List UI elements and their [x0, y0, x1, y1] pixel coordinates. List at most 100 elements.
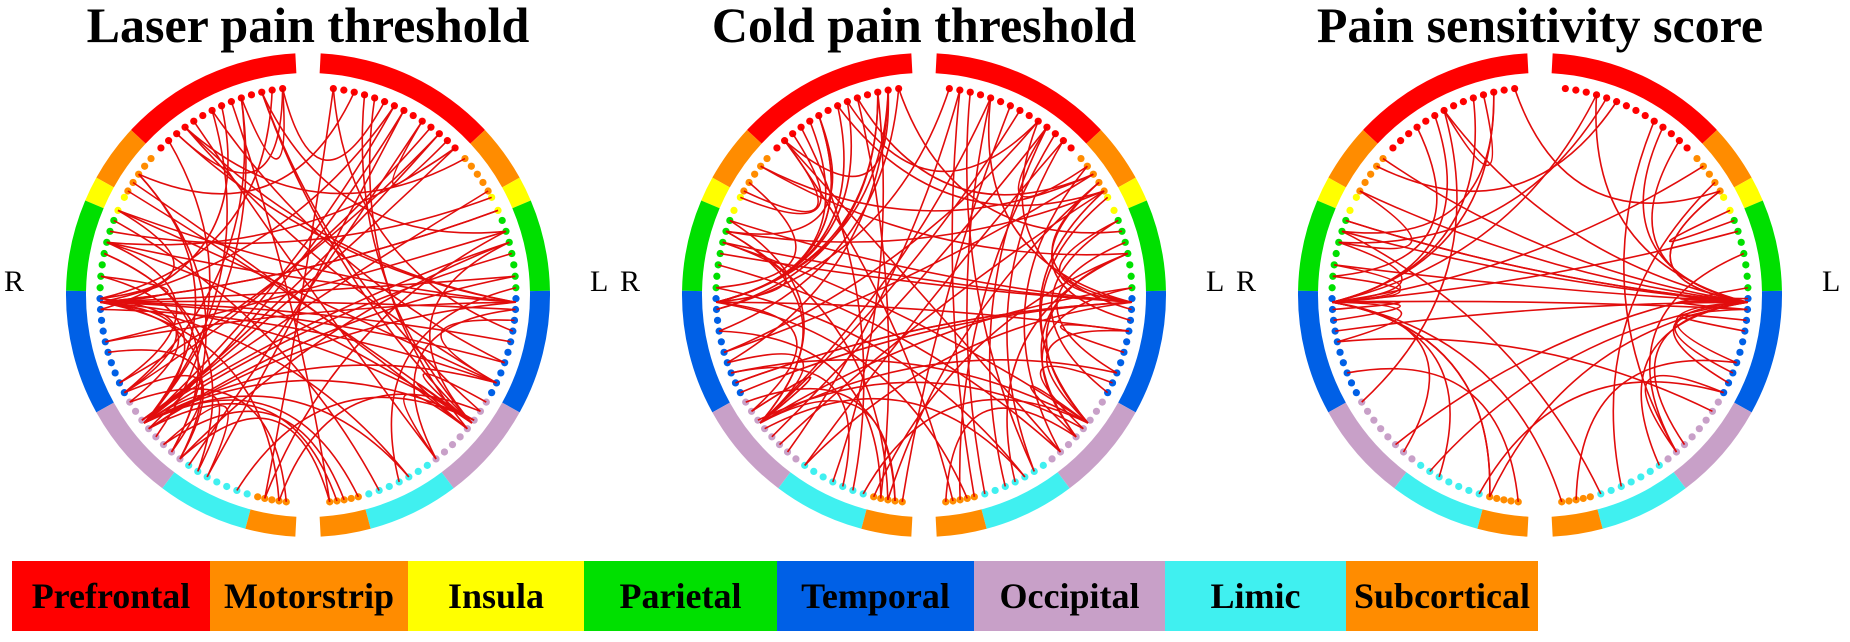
- region-arc: [682, 290, 730, 413]
- node: [479, 178, 487, 187]
- node: [719, 238, 727, 246]
- node: [1110, 206, 1118, 214]
- node: [1127, 272, 1135, 280]
- connection-edge: [107, 349, 205, 460]
- connectogram: [1298, 53, 1782, 537]
- connection-edge: [281, 88, 386, 162]
- region-arc: [512, 200, 550, 292]
- connection-edge: [717, 264, 1061, 453]
- connection-edge: [143, 147, 456, 424]
- connection-edge: [143, 364, 497, 424]
- node: [819, 473, 827, 481]
- node: [1720, 193, 1728, 201]
- node: [1739, 338, 1747, 346]
- node: [981, 490, 989, 498]
- node: [107, 359, 115, 367]
- connection-edge: [722, 241, 1089, 424]
- region-arc: [131, 53, 297, 144]
- node: [1128, 284, 1136, 292]
- node: [147, 154, 155, 163]
- node: [111, 369, 119, 377]
- connection-edge: [1334, 264, 1748, 304]
- region-arc: [1734, 177, 1763, 209]
- connection-edge: [1338, 190, 1413, 250]
- connection-edge: [1029, 385, 1089, 438]
- node: [1500, 496, 1508, 504]
- connection-edge: [722, 241, 1132, 304]
- connection-edge: [1612, 181, 1716, 487]
- legend-item-motorstrip: Motorstrip: [210, 561, 408, 631]
- connection-edge: [1648, 252, 1745, 453]
- connection-edge: [1332, 126, 1438, 278]
- region-arc: [502, 290, 550, 413]
- node: [1455, 482, 1463, 491]
- region-arc: [1597, 472, 1686, 529]
- node: [247, 91, 256, 99]
- connection-edge: [723, 173, 1094, 354]
- node: [1377, 425, 1385, 433]
- node: [1632, 106, 1640, 115]
- connection-edge: [729, 219, 1132, 304]
- node: [736, 193, 744, 201]
- connection-edge: [800, 126, 865, 491]
- node: [1399, 448, 1408, 456]
- node: [1064, 441, 1073, 449]
- connection-edge: [856, 97, 1094, 196]
- connection-edge: [1331, 301, 1491, 497]
- node: [461, 154, 469, 163]
- connection-edge: [428, 241, 510, 424]
- connection-edge: [1345, 219, 1748, 304]
- node: [884, 86, 892, 94]
- node: [863, 91, 872, 99]
- node: [712, 295, 720, 303]
- connection-edge: [127, 190, 473, 424]
- connection-edge: [1623, 120, 1678, 453]
- node: [488, 389, 496, 397]
- connection-edge: [716, 241, 787, 304]
- region-arc: [1298, 200, 1336, 292]
- node: [1445, 478, 1453, 486]
- region-arc: [1118, 290, 1166, 413]
- connection-edge: [100, 301, 505, 364]
- legend-item-subcortical: Subcortical: [1346, 561, 1538, 631]
- connection-edge: [236, 396, 475, 491]
- node: [1329, 272, 1337, 280]
- connection-edge: [100, 301, 511, 343]
- connection-edge: [966, 97, 992, 495]
- node: [199, 111, 207, 120]
- connection-edge: [1669, 190, 1749, 304]
- connection-edge: [113, 219, 380, 491]
- connection-edge: [1443, 109, 1749, 304]
- node: [757, 162, 765, 170]
- node: [340, 86, 348, 94]
- node: [991, 486, 999, 495]
- connection-edge: [123, 126, 432, 394]
- node: [1335, 238, 1343, 246]
- connection-edge: [211, 109, 506, 364]
- node: [1051, 130, 1059, 138]
- connection-edge: [162, 405, 229, 478]
- connection-edge: [727, 353, 805, 424]
- node: [385, 482, 393, 491]
- node: [1077, 154, 1085, 163]
- node: [1607, 486, 1615, 495]
- node: [945, 84, 953, 93]
- right-hemisphere-label: R: [1236, 265, 1257, 298]
- connection-edge: [1595, 94, 1749, 304]
- connection-edge: [715, 120, 827, 304]
- node: [1352, 193, 1360, 201]
- connection-edge: [176, 88, 284, 174]
- connection-edge: [1045, 329, 1129, 424]
- connection-edge: [1359, 190, 1748, 304]
- node: [1328, 295, 1336, 303]
- connection-edge: [1668, 209, 1735, 243]
- connection-edge: [872, 252, 1129, 498]
- connection-edge: [1335, 301, 1748, 332]
- connection-edge: [100, 308, 497, 384]
- node: [1389, 144, 1397, 152]
- connection-edge: [723, 120, 1039, 354]
- connection-edge: [715, 301, 968, 499]
- node: [1486, 493, 1494, 501]
- region-arc: [1298, 290, 1346, 413]
- legend-item-parietal: Parietal: [584, 561, 777, 631]
